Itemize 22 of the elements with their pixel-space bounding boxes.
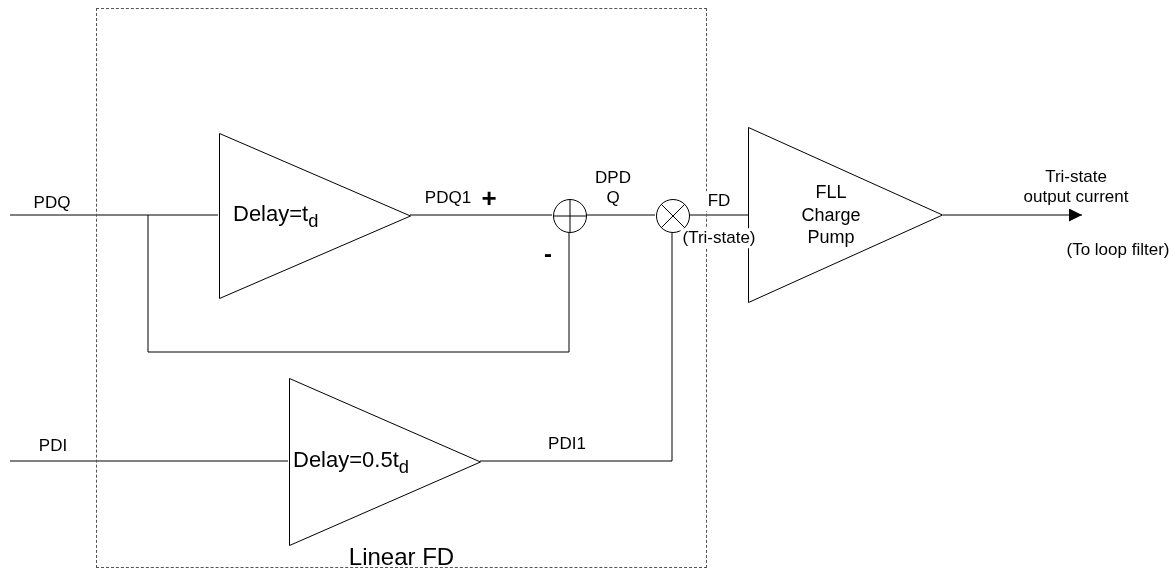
signal-arrow [942, 208, 1083, 222]
edge-label: PDQ [31, 193, 73, 213]
block-title: Linear FD [348, 543, 455, 569]
block-label: Delay=t$_{d}$ [233, 201, 319, 231]
block-label: Delay=0.5t$_{d}$ [293, 447, 409, 477]
signal-line [688, 214, 749, 216]
minus-sign: - [543, 240, 553, 268]
plus-sign: + [480, 184, 498, 214]
signal-line [479, 231, 673, 462]
signal-label: (Tri-state) [680, 228, 758, 248]
signal-line [585, 214, 656, 216]
signal-line [147, 214, 570, 353]
signal-line [9, 214, 219, 216]
edge-label: FD [705, 191, 733, 211]
signal-label: (To loop filter) [1065, 240, 1171, 260]
delay-triangle [289, 378, 481, 546]
summing-junction [553, 199, 587, 233]
signal-line [409, 214, 553, 216]
delay-triangle [219, 133, 411, 299]
multiplier-junction [656, 199, 690, 233]
block-label: FLL Charge Pump [800, 181, 862, 249]
signal-line [9, 460, 289, 462]
